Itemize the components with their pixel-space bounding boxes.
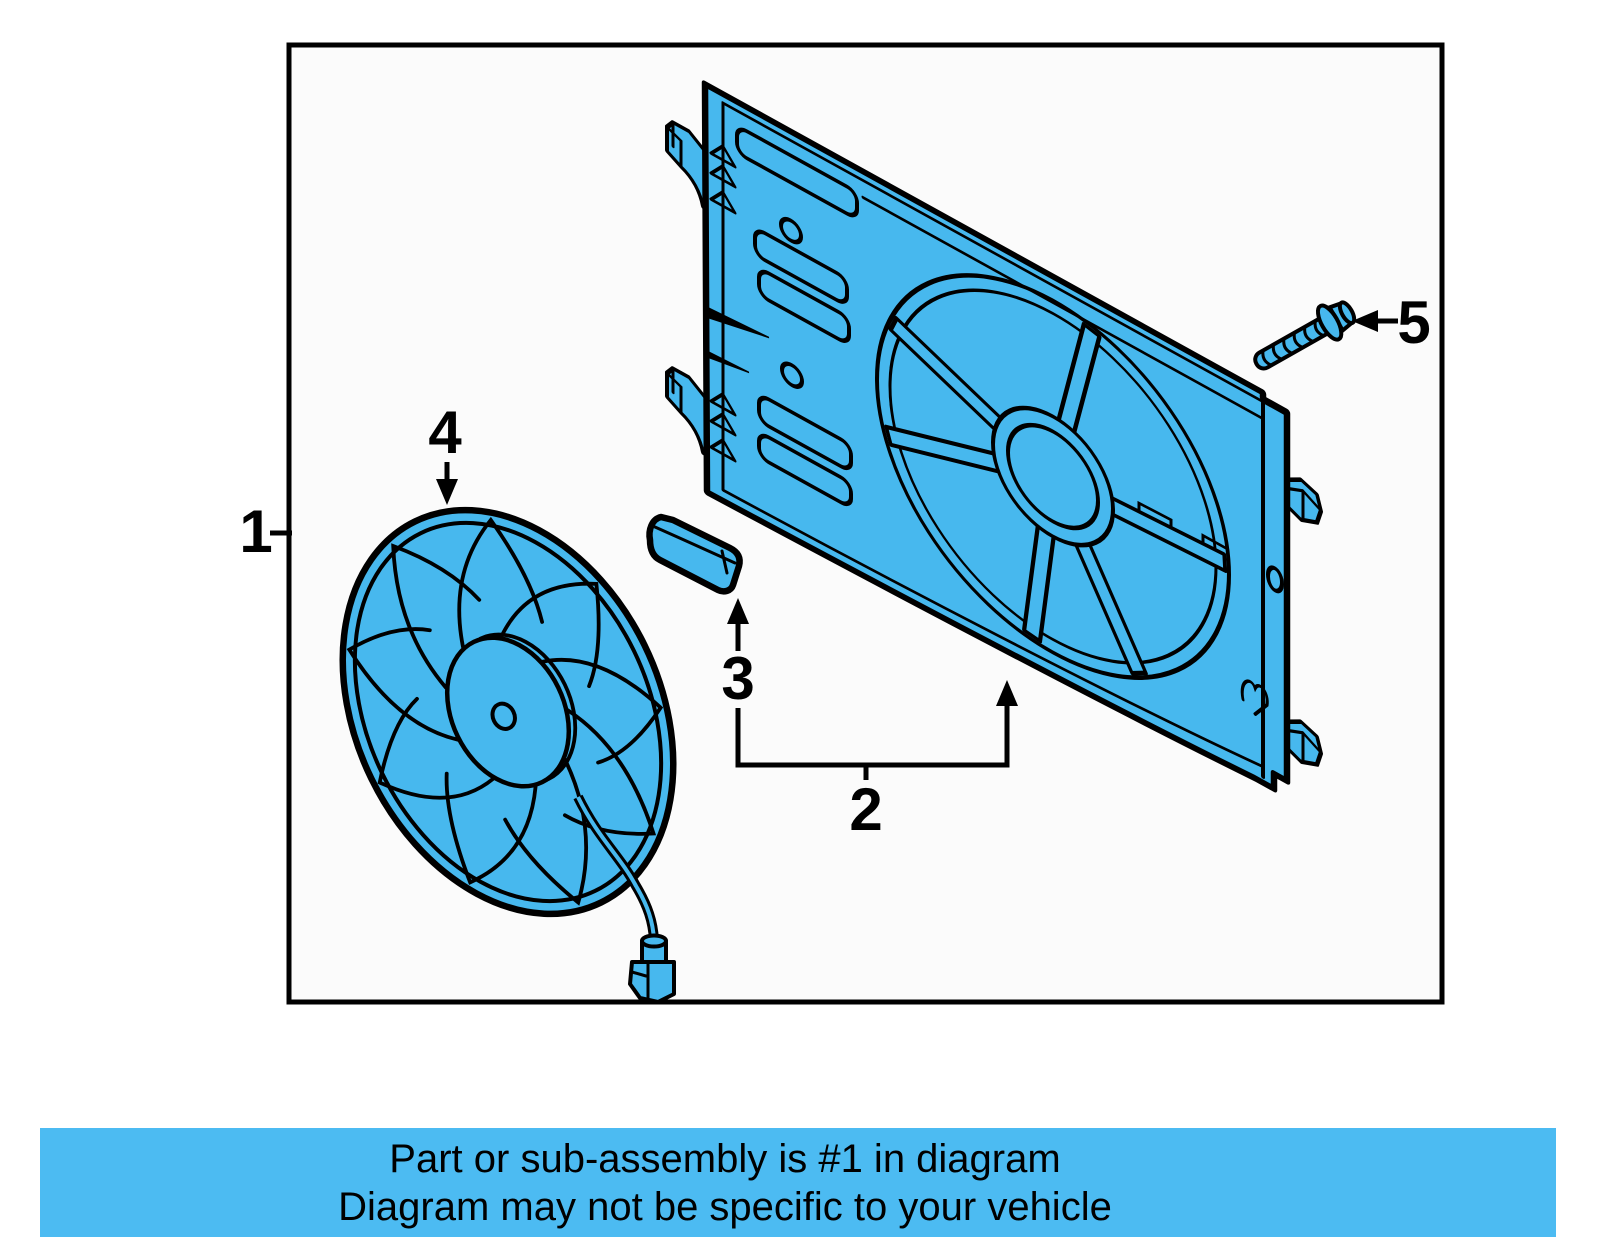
callout-1: 1 — [239, 498, 292, 565]
bracket-strip-drawing — [646, 513, 743, 595]
shroud-rib-wedge — [704, 348, 750, 374]
shroud-left-tab-lower — [665, 366, 713, 460]
shroud-hole — [780, 361, 804, 389]
fan-wire — [576, 796, 656, 941]
shroud-left-tab-lower-detail — [665, 366, 683, 414]
shroud-spokes — [884, 315, 1228, 676]
shroud-hub-ring-inner — [1006, 422, 1100, 531]
fan-blade-line — [423, 741, 561, 882]
callout-2-arrowhead — [996, 680, 1018, 706]
shroud-vent-slot — [757, 395, 853, 471]
callout-5-label: 5 — [1397, 289, 1430, 356]
shroud-vent-slot — [753, 229, 849, 304]
fan-blade-line — [543, 624, 671, 766]
shroud-top-inner-line — [721, 101, 1289, 417]
fan-blade-line — [374, 522, 507, 690]
callout-3: 3 — [721, 598, 755, 712]
fan-blade-line — [349, 614, 478, 765]
connector-body-facets — [630, 961, 650, 1002]
shroud-hole — [779, 216, 803, 245]
callout-2-label: 2 — [849, 776, 882, 843]
fan-blades — [289, 472, 721, 958]
callout-4: 4 — [428, 399, 462, 505]
caption-line-1: Part or sub-assembly is #1 in diagram — [389, 1137, 1061, 1181]
shroud-opening-rim — [875, 273, 1231, 680]
fan-blade-line — [354, 684, 494, 826]
fan-blade-line — [492, 570, 635, 711]
shroud-strut-steps — [1105, 493, 1229, 551]
callout-4-arrowhead — [436, 479, 458, 505]
shroud-vent-slot — [735, 127, 859, 218]
callout-3-label: 3 — [721, 645, 754, 712]
connector-neck-top — [640, 933, 668, 949]
callout-3-arrowhead — [727, 598, 749, 624]
connector-body — [628, 960, 676, 1004]
shroud-vent-slot — [757, 269, 851, 343]
caption-line-2: Diagram may not be specific to your vehi… — [338, 1185, 1112, 1229]
callout-5-arrowhead — [1352, 310, 1378, 332]
bolt-head-end — [1337, 300, 1357, 326]
shroud-left-tab-upper-detail — [665, 120, 683, 168]
fan-wire-connector — [573, 794, 676, 1004]
caption-banner: Part or sub-assembly is #1 in diagram Di… — [40, 1128, 1556, 1237]
callout-4-label: 4 — [428, 399, 462, 466]
shroud-bottom-inner-line — [721, 488, 1265, 769]
shroud-clip-marks-lower — [709, 392, 737, 463]
shroud-rib-wedge — [706, 306, 770, 339]
callout-2-bracket — [735, 702, 1010, 768]
bolt-drawing — [1253, 300, 1357, 371]
bolt-threads — [1261, 320, 1325, 367]
callout-1-label: 1 — [239, 498, 272, 565]
fan-shroud-drawing — [665, 80, 1323, 793]
shroud-relief-cutout — [1240, 679, 1269, 716]
shroud-vent-slot — [757, 433, 853, 507]
fan-hub-center-hole — [488, 700, 519, 733]
shroud-clip-marks-upper — [709, 144, 737, 215]
fan-blade-line — [418, 517, 546, 658]
shroud-hub-ring — [991, 405, 1115, 548]
callout-5: 5 — [1352, 289, 1431, 356]
bolt-washer — [1315, 303, 1344, 342]
fan-hub-rim — [480, 614, 599, 779]
shroud-flange-hole — [1266, 565, 1284, 594]
callout-2: 2 — [735, 680, 1018, 843]
bracket-strip-detail — [653, 525, 737, 575]
